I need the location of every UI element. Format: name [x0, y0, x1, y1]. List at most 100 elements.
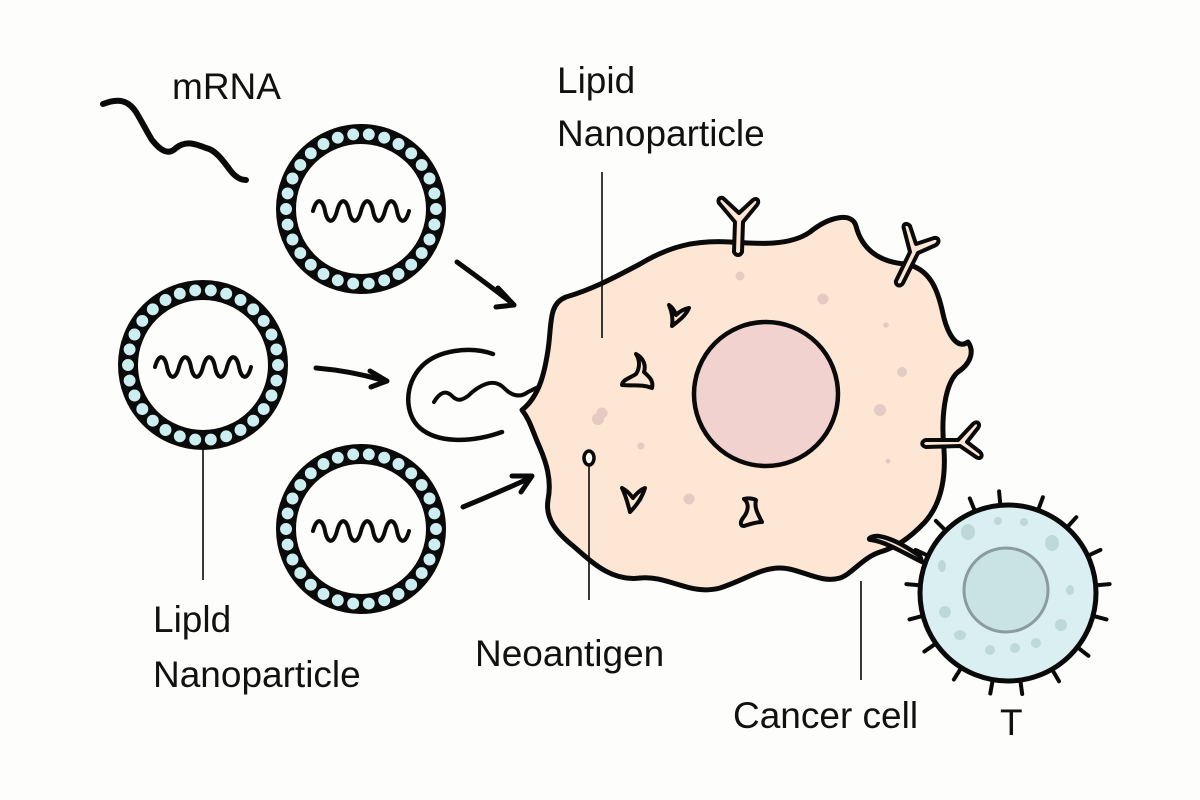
lipid-bead	[421, 490, 438, 507]
cytoplasm-granules	[592, 271, 907, 505]
lipid-bead	[302, 576, 320, 594]
lipid-bead	[315, 135, 332, 153]
lipid-bead	[279, 536, 297, 554]
lipid-bead	[375, 591, 393, 609]
lipid-bead	[279, 504, 297, 522]
lipid-bead	[284, 231, 301, 248]
antigen-fragment	[667, 303, 691, 328]
surface-receptor	[893, 221, 941, 288]
label-lnp-top-line1: Lipid	[557, 60, 635, 101]
lipid-bead	[360, 125, 378, 143]
lipid-bead	[291, 244, 309, 262]
lipid-bead	[315, 455, 332, 473]
lipid-bead	[390, 585, 407, 603]
arrow-top-to-cell	[454, 259, 517, 310]
lipid-bead	[133, 312, 151, 330]
lipid-bead	[267, 372, 285, 390]
antigen-fragment	[620, 352, 655, 390]
encapsulated-mrna	[311, 519, 411, 543]
lipid-bead	[413, 156, 431, 174]
lipid-bead	[302, 144, 320, 162]
lipid-bead	[402, 256, 420, 274]
lipid-bead	[269, 356, 287, 374]
lipid-bead	[425, 536, 443, 554]
lipid-bead	[157, 291, 174, 309]
t-cell-granules	[938, 517, 1074, 655]
cancer-cell-nucleus	[691, 319, 841, 469]
arrow-bottom-to-cell	[460, 473, 535, 510]
lipid-bead	[329, 271, 347, 289]
lipid-bead	[425, 184, 443, 202]
lipid-bead	[284, 490, 301, 507]
lipid-bead	[279, 184, 297, 202]
lipid-bead	[344, 595, 362, 613]
lipid-bead	[121, 372, 139, 390]
lipid-bead	[263, 326, 280, 343]
lipid-bead	[425, 216, 443, 234]
label-lnp-bottom-line2: Nanoparticle	[153, 654, 361, 695]
encapsulated-mrna	[311, 199, 411, 223]
lipid-bead	[217, 285, 235, 303]
lipid-bead	[344, 275, 362, 293]
lipid-bead	[421, 170, 438, 187]
encapsulated-mrna	[153, 355, 253, 379]
lipid-bead	[157, 421, 174, 439]
lipid-bead	[413, 244, 431, 262]
lipid-bead	[232, 421, 249, 439]
lipid-bead	[375, 129, 393, 147]
lipid-bead	[315, 585, 332, 603]
lipid-bead	[119, 356, 137, 374]
antigen-fragment	[738, 496, 764, 528]
lipid-bead	[427, 520, 445, 538]
antigen-fragment	[620, 486, 647, 514]
surface-receptor	[716, 195, 761, 257]
lipid-bead	[291, 156, 309, 174]
lipid-bead	[329, 591, 347, 609]
lipid-bead	[390, 135, 407, 153]
lipid-bead	[402, 576, 420, 594]
arrow-middle-to-endosome	[313, 365, 390, 390]
lipid-bead	[413, 476, 431, 494]
lipid-bead	[232, 291, 249, 309]
t-cell	[904, 489, 1112, 696]
lipid-bead	[202, 431, 220, 449]
lipid-bead	[291, 476, 309, 494]
lipid-bead	[302, 464, 320, 482]
lipid-bead	[144, 412, 162, 430]
lipid-bead	[171, 285, 189, 303]
lipid-bead	[277, 520, 295, 538]
lipid-bead	[360, 275, 378, 293]
label-mrna: mRNA	[172, 66, 281, 107]
lipid-bead	[344, 125, 362, 143]
lipid-bead	[360, 595, 378, 613]
lipid-bead	[133, 400, 151, 418]
lipid-bead	[244, 300, 262, 318]
lipid-bead	[126, 326, 143, 343]
lipid-bead	[375, 449, 393, 467]
lipid-bead	[279, 216, 297, 234]
lipid-bead	[402, 464, 420, 482]
lipid-bead	[427, 200, 445, 218]
cell-contact-bridge	[866, 533, 925, 565]
lipid-bead	[202, 281, 220, 299]
lipid-bead	[244, 412, 262, 430]
cancer-cell	[519, 195, 984, 593]
lipid-bead	[255, 400, 273, 418]
surface-receptor	[920, 420, 984, 461]
lipid-bead	[390, 455, 407, 473]
released-mrna-strand	[432, 380, 552, 404]
lipid-bead	[360, 445, 378, 463]
lipid-bead	[291, 564, 309, 582]
lipid-bead	[267, 340, 285, 358]
endosome	[406, 347, 552, 443]
lipid-bead	[329, 449, 347, 467]
lipid-bead	[302, 256, 320, 274]
lipid-bead	[402, 144, 420, 162]
lipid-bead	[186, 431, 204, 449]
lipid-bead	[126, 387, 143, 404]
lipid-bead	[217, 427, 235, 445]
lipid-bead	[421, 231, 438, 248]
lipid-bead	[255, 312, 273, 330]
lipid-bead	[329, 129, 347, 147]
